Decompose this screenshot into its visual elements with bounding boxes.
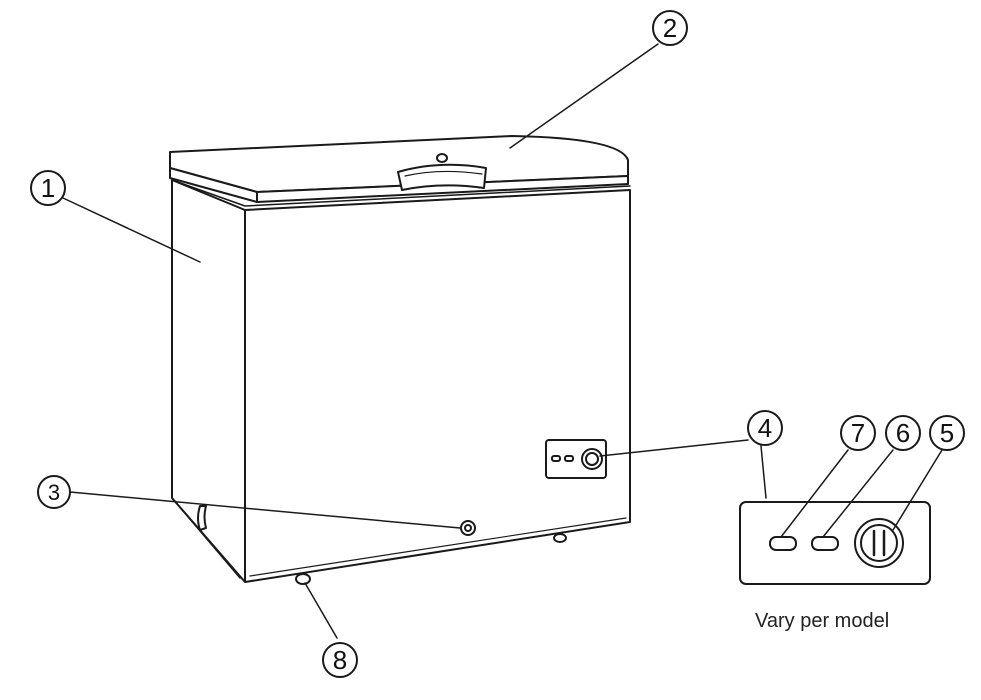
callout-circle-1 [30,170,66,206]
leader-line-3 [69,491,461,529]
leader-line-6 [822,449,894,538]
callout-circle-4 [747,410,783,446]
callout-number-1: 1 [41,173,55,203]
callout-circle-3 [37,475,71,509]
cabinet-front-panel [244,189,631,583]
callout-circle-5 [929,415,965,451]
callout-number-2: 2 [663,13,677,43]
cabinet-side-bottom [171,497,241,579]
callout-number-3: 3 [48,480,60,505]
callout-circle-7 [840,415,876,451]
leader-line-4 [599,439,767,499]
indicator-light-green [769,536,797,551]
rear-fitting [197,505,207,531]
cabinet-indicator-1 [551,455,561,462]
indicator-light-red [811,536,839,551]
callout-circle-2 [652,10,688,46]
lid-handle [397,163,487,191]
front-caster [295,573,311,585]
variation-caption: Vary per model [755,610,890,632]
lid-gasket [171,179,631,207]
callout-number-8: 8 [333,645,347,675]
callout-circle-6 [885,415,921,451]
callout-circle-8 [322,642,358,678]
leader-line-1 [62,197,201,263]
drain-plug [460,520,476,536]
leader-line-2 [509,43,659,149]
rear-caster [553,533,567,543]
callout-number-6: 6 [896,418,910,448]
callout-number-5: 5 [940,418,954,448]
cabinet-indicator-2 [564,455,574,462]
lid-side-edge [169,167,258,203]
callout-number-4: 4 [758,413,772,443]
cabinet-thermostat-knob [581,448,603,470]
lid-lock [436,153,448,163]
leader-line-8 [304,582,338,639]
leader-line-7 [780,449,849,538]
lid-top [169,135,629,193]
thermostat-knob [854,518,904,568]
callout-number-7: 7 [851,418,865,448]
cabinet-side-panel [171,179,246,583]
leader-line-5 [892,449,943,531]
cabinet-front-bottom-edge [249,517,627,577]
